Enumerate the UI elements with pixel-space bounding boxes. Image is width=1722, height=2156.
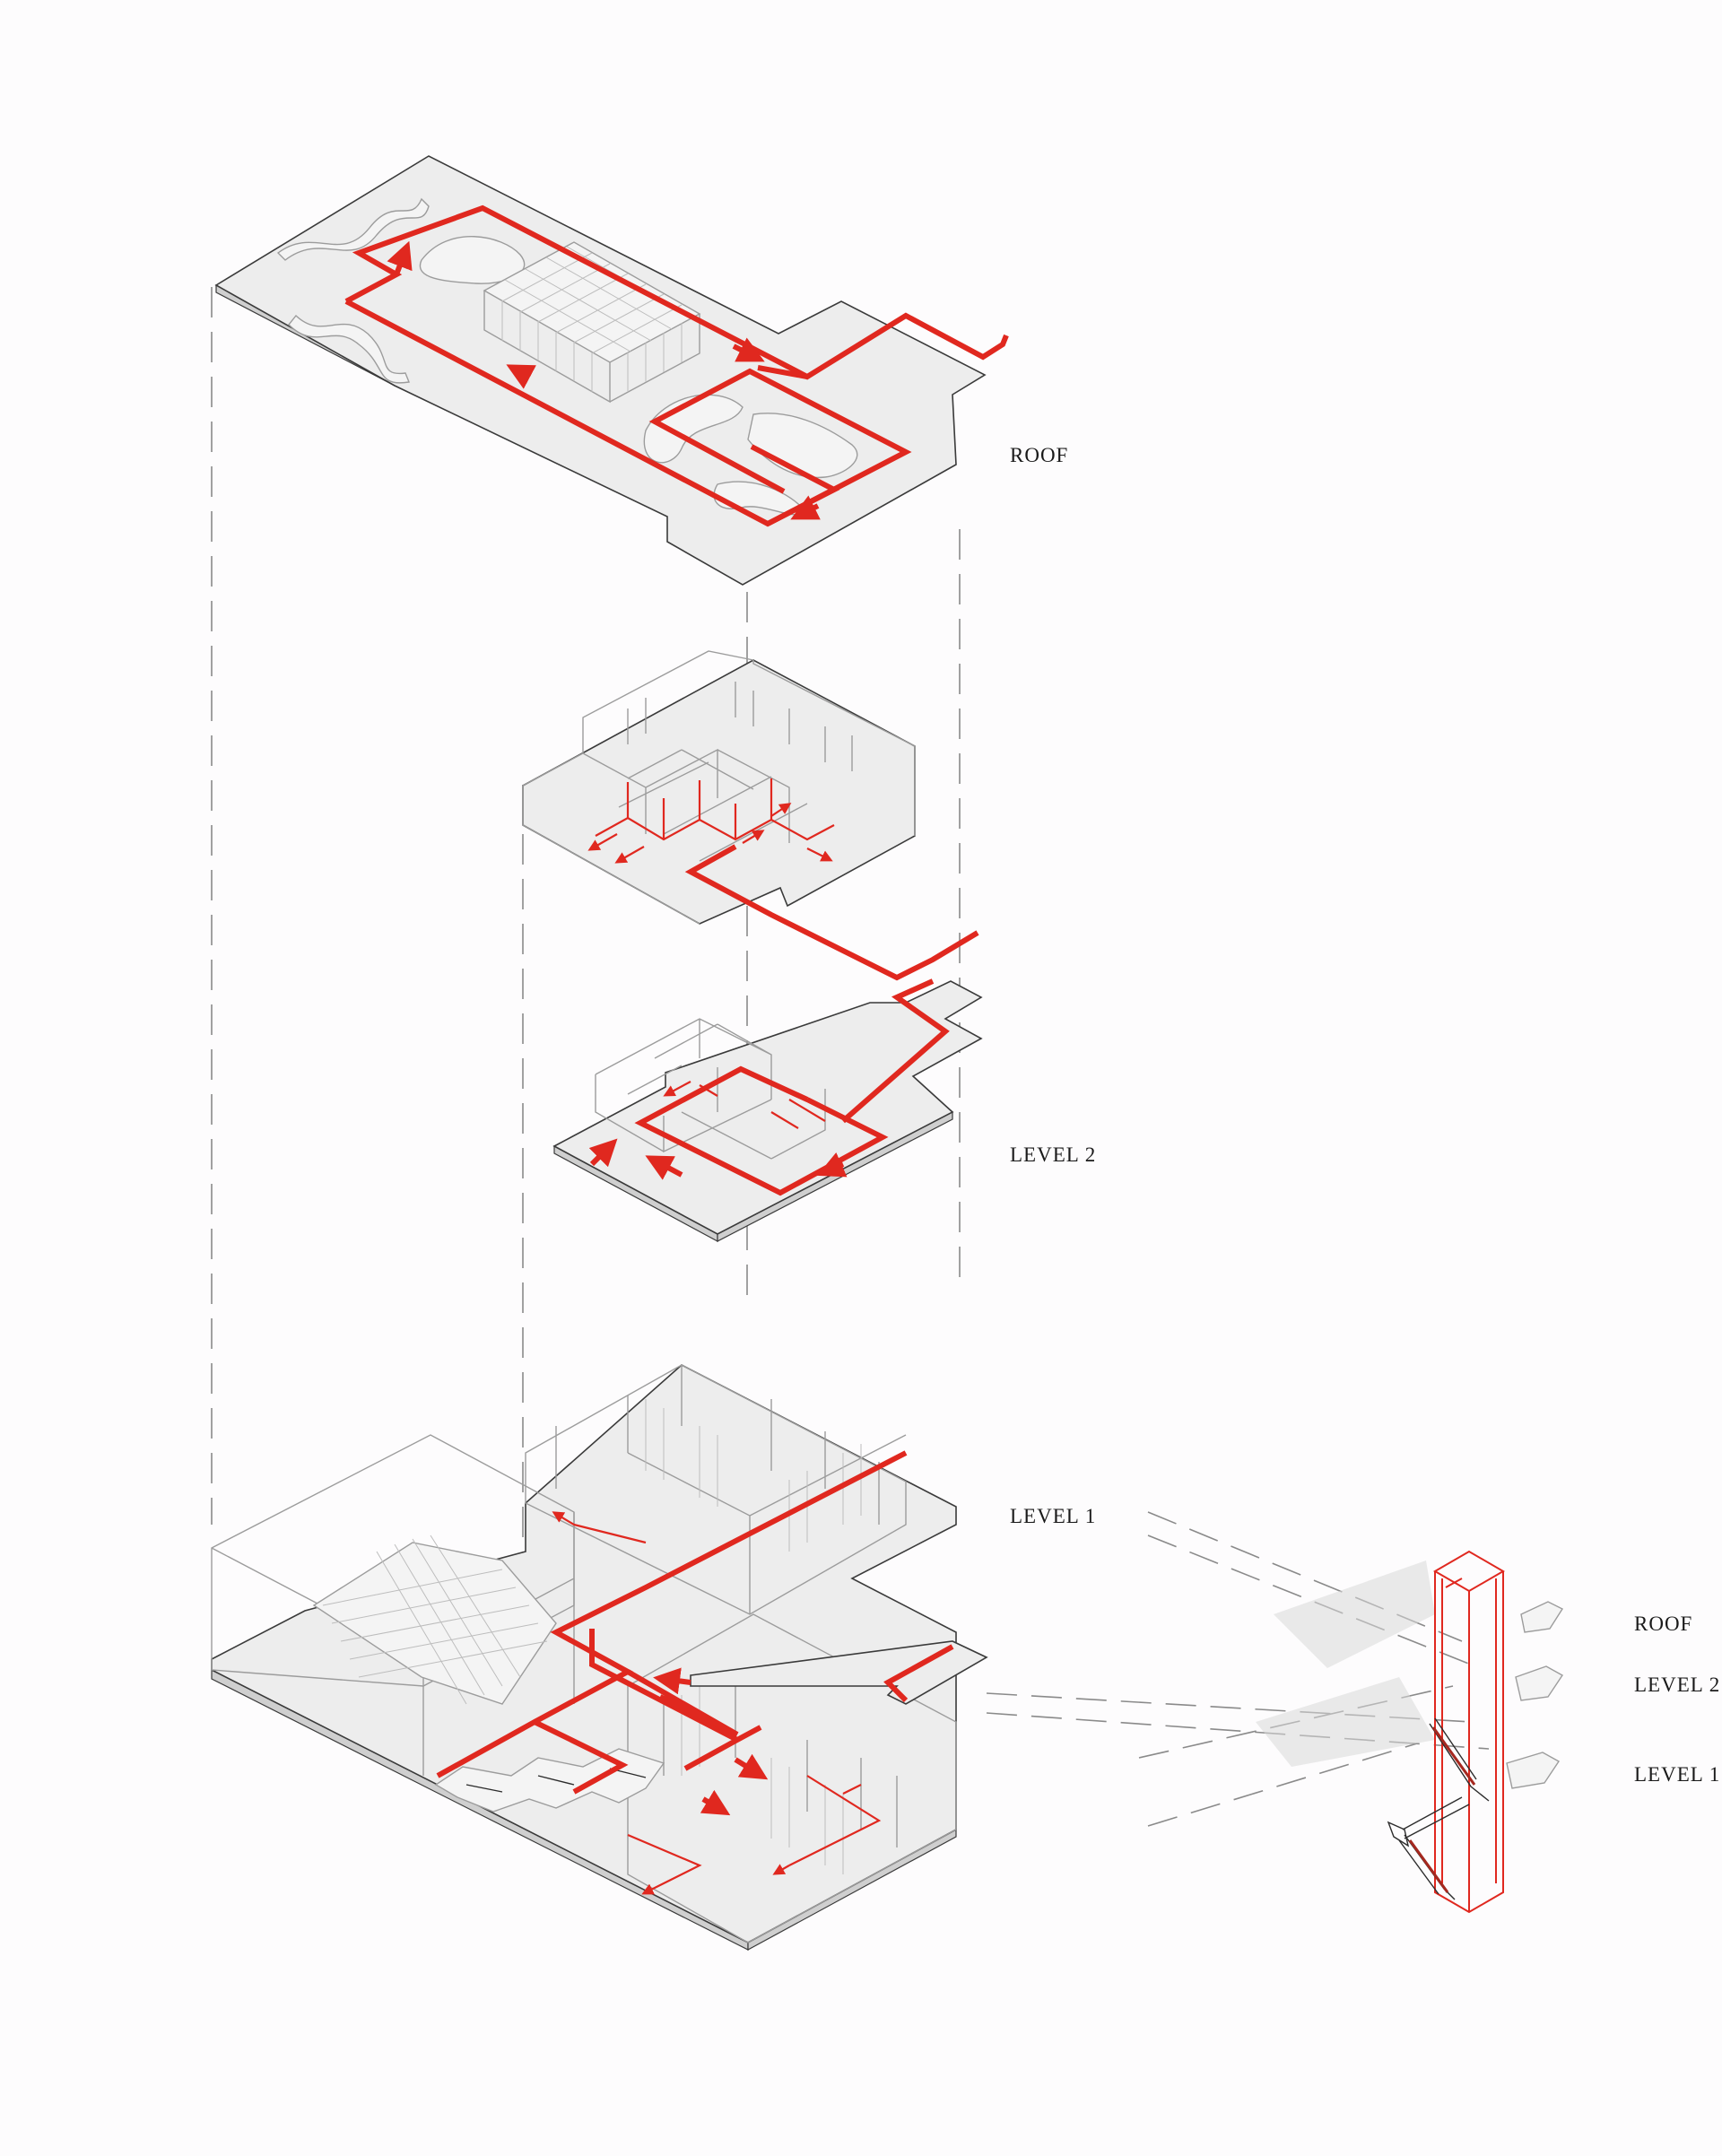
stair-roof-label: ROOF	[1634, 1613, 1693, 1635]
connector-lines	[986, 1511, 1490, 1827]
stair-level2-label: LEVEL 2	[1634, 1674, 1721, 1696]
level2-upper-block	[522, 650, 979, 981]
level1-plate	[211, 1364, 988, 1952]
stair-level1-label: LEVEL 1	[1634, 1763, 1721, 1786]
level2-label: LEVEL 2	[1010, 1143, 1097, 1166]
level2-lower-block	[552, 978, 983, 1243]
roof-label: ROOF	[1010, 444, 1069, 466]
roof-plate	[214, 155, 1009, 586]
roof-greenhouse	[483, 241, 701, 404]
stair-tower-icon	[1256, 1550, 1564, 1914]
level1-label: LEVEL 1	[1010, 1505, 1097, 1527]
